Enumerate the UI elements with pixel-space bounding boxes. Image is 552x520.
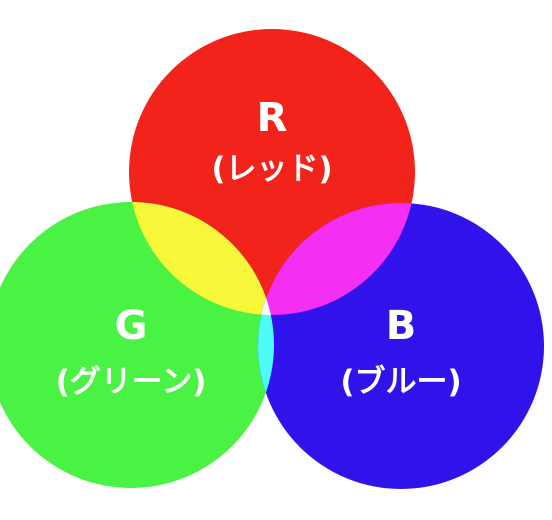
red-letter-label: R [257, 95, 288, 141]
red-green-overlap [129, 202, 274, 315]
green-letter-label: G [115, 303, 148, 349]
red-name-label: (レッド) [211, 151, 332, 187]
red-blue-overlap [258, 203, 415, 315]
green-name-label: (グリーン) [56, 364, 207, 400]
blue-letter-label: B [386, 303, 417, 349]
blue-name-label: (ブルー) [340, 364, 461, 400]
